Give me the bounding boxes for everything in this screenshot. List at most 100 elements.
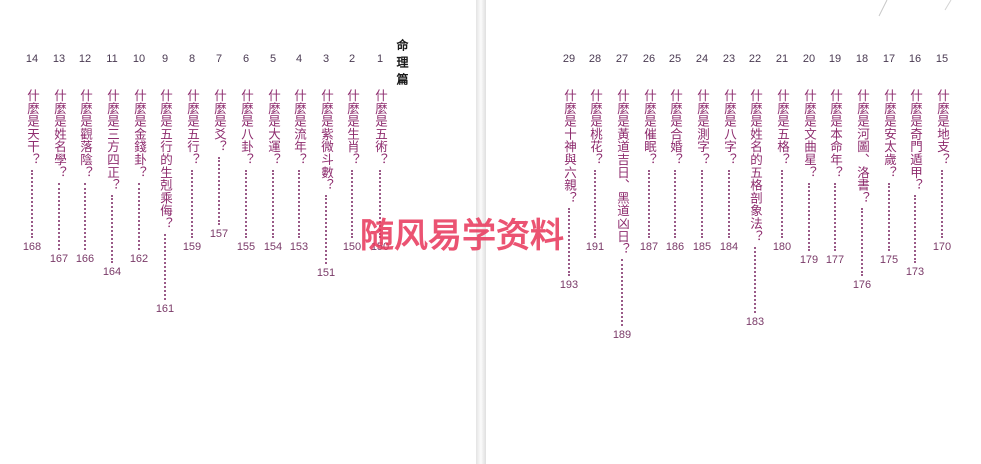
book-gutter <box>476 0 486 464</box>
entry-page: 155 <box>236 241 256 253</box>
entry-page: 176 <box>852 279 872 291</box>
entry-number: 21 <box>775 53 789 65</box>
entry-number: 4 <box>295 53 303 65</box>
toc-entry[interactable]: 25 什麼是合婚？ 186 <box>665 0 685 464</box>
toc-entry[interactable]: 29 什麼是十神與六親？ 193 <box>559 0 579 464</box>
dotted-leader <box>888 183 890 251</box>
watermark-text: 随风易学资料 <box>360 216 564 256</box>
entry-number: 9 <box>161 53 169 65</box>
toc-entry[interactable]: 15 什麼是地支？ 170 <box>932 0 952 464</box>
entry-number: 13 <box>52 53 66 65</box>
dotted-leader <box>808 183 810 251</box>
dotted-leader <box>701 170 703 238</box>
toc-entry[interactable]: 8 什麼是五行？ 159 <box>182 0 202 464</box>
toc-entry[interactable]: 10 什麼是金錢卦？ 162 <box>129 0 149 464</box>
toc-entry[interactable]: 5 什麼是大運？ 154 <box>263 0 283 464</box>
entry-page: 173 <box>905 266 925 278</box>
toc-entry[interactable]: 4 什麼是流年？ 153 <box>289 0 309 464</box>
dotted-leader <box>245 170 247 238</box>
entry-number: 6 <box>242 53 250 65</box>
entry-title: 什麼是天干？ <box>25 89 40 166</box>
entry-title: 什麼是紫微斗數？ <box>319 89 334 192</box>
toc-entry[interactable]: 22 什麼是姓名的五格剖象法？ 183 <box>745 0 765 464</box>
entry-page: 162 <box>129 253 149 265</box>
toc-entry[interactable]: 28 什麼是桃花？ 191 <box>585 0 605 464</box>
toc-entry[interactable]: 14 什麼是天干？ 168 <box>22 0 42 464</box>
entry-page: 159 <box>182 241 202 253</box>
entry-number: 27 <box>615 53 629 65</box>
toc-entry[interactable]: 19 什麼是本命年？ 177 <box>825 0 845 464</box>
entry-title: 什麼是大運？ <box>266 89 281 166</box>
toc-entry[interactable]: 3 什麼是紫微斗數？ 151 <box>316 0 336 464</box>
toc-entry[interactable]: 27 什麼是黃道吉日、黑道凶日？ 189 <box>612 0 632 464</box>
entry-page: 150 <box>370 241 390 253</box>
entry-title: 什麼是八字？ <box>722 89 737 166</box>
section-title: 命理篇 <box>395 39 409 90</box>
dotted-leader <box>164 234 166 300</box>
right-page: 15 什麼是地支？ 170 16 什麼是奇門遁甲？ 173 17 什麼是安太歲？… <box>486 0 981 464</box>
toc-entry[interactable]: 12 什麼是觀落陰？ 166 <box>75 0 95 464</box>
toc-entry[interactable]: 18 什麼是河圖、洛書？ 176 <box>852 0 872 464</box>
entry-page: 186 <box>665 241 685 253</box>
toc-entry[interactable]: 26 什麼是催眠？ 187 <box>639 0 659 464</box>
dotted-leader <box>272 170 274 238</box>
toc-entry[interactable]: 24 什麼是測字？ 185 <box>692 0 712 464</box>
toc-entry[interactable]: 21 什麼是五格？ 180 <box>772 0 792 464</box>
entry-title: 什麼是金錢卦？ <box>132 89 147 179</box>
entry-page: 168 <box>22 241 42 253</box>
entry-number: 5 <box>269 53 277 65</box>
entry-page: 151 <box>316 267 336 279</box>
toc-entry[interactable]: 13 什麼是姓名學？ 167 <box>49 0 69 464</box>
entry-page: 170 <box>932 241 952 253</box>
entry-page: 175 <box>879 254 899 266</box>
dotted-leader <box>351 170 353 238</box>
entry-number: 23 <box>722 53 736 65</box>
entry-number: 12 <box>78 53 92 65</box>
entry-number: 14 <box>25 53 39 65</box>
entry-title: 什麼是奇門遁甲？ <box>908 89 923 192</box>
entry-title: 什麼是十神與六親？ <box>562 89 577 205</box>
toc-entry[interactable]: 16 什麼是奇門遁甲？ 173 <box>905 0 925 464</box>
dotted-leader <box>568 208 570 276</box>
entry-page: 187 <box>639 241 659 253</box>
dotted-leader <box>861 208 863 276</box>
entry-page: 191 <box>585 241 605 253</box>
toc-entry[interactable]: 6 什麼是八卦？ 155 <box>236 0 256 464</box>
entry-number: 3 <box>322 53 330 65</box>
dotted-leader <box>218 157 220 225</box>
toc-entry[interactable]: 7 什麼是爻？ 157 <box>209 0 229 464</box>
entry-title: 什麼是五格？ <box>775 89 790 166</box>
dotted-leader <box>594 170 596 238</box>
dotted-leader <box>621 259 623 326</box>
entry-title: 什麼是姓名學？ <box>52 89 67 179</box>
entry-number: 20 <box>802 53 816 65</box>
entry-page: 154 <box>263 241 283 253</box>
toc-entry[interactable]: 17 什麼是安太歲？ 175 <box>879 0 899 464</box>
entry-title: 什麼是合婚？ <box>668 89 683 166</box>
entry-page: 167 <box>49 253 69 265</box>
entry-page: 166 <box>75 253 95 265</box>
entry-title: 什麼是三方四正？ <box>105 89 120 192</box>
entry-title: 什麼是安太歲？ <box>882 89 897 179</box>
toc-entry[interactable]: 2 什麼是生肖？ 150 <box>342 0 362 464</box>
dotted-leader <box>111 195 113 263</box>
entry-page: 157 <box>209 228 229 240</box>
entry-number: 2 <box>348 53 356 65</box>
entry-number: 19 <box>828 53 842 65</box>
entry-number: 24 <box>695 53 709 65</box>
entry-number: 17 <box>882 53 896 65</box>
entry-title: 什麼是八卦？ <box>239 89 254 166</box>
entry-number: 18 <box>855 53 869 65</box>
toc-entry[interactable]: 9 什麼是五行的生剋乘侮？ 161 <box>155 0 175 464</box>
entry-number: 25 <box>668 53 682 65</box>
dotted-leader <box>58 183 60 250</box>
toc-entry[interactable]: 1 什麼是五術？ 150 <box>370 0 390 464</box>
toc-entry[interactable]: 23 什麼是八字？ 184 <box>719 0 739 464</box>
toc-entry[interactable]: 20 什麼是文曲星？ 179 <box>799 0 819 464</box>
toc-entry[interactable]: 11 什麼是三方四正？ 164 <box>102 0 122 464</box>
entry-number: 10 <box>132 53 146 65</box>
entry-page: 189 <box>612 329 632 341</box>
entry-page: 184 <box>719 241 739 253</box>
dotted-leader <box>191 170 193 238</box>
dotted-leader <box>648 170 650 238</box>
